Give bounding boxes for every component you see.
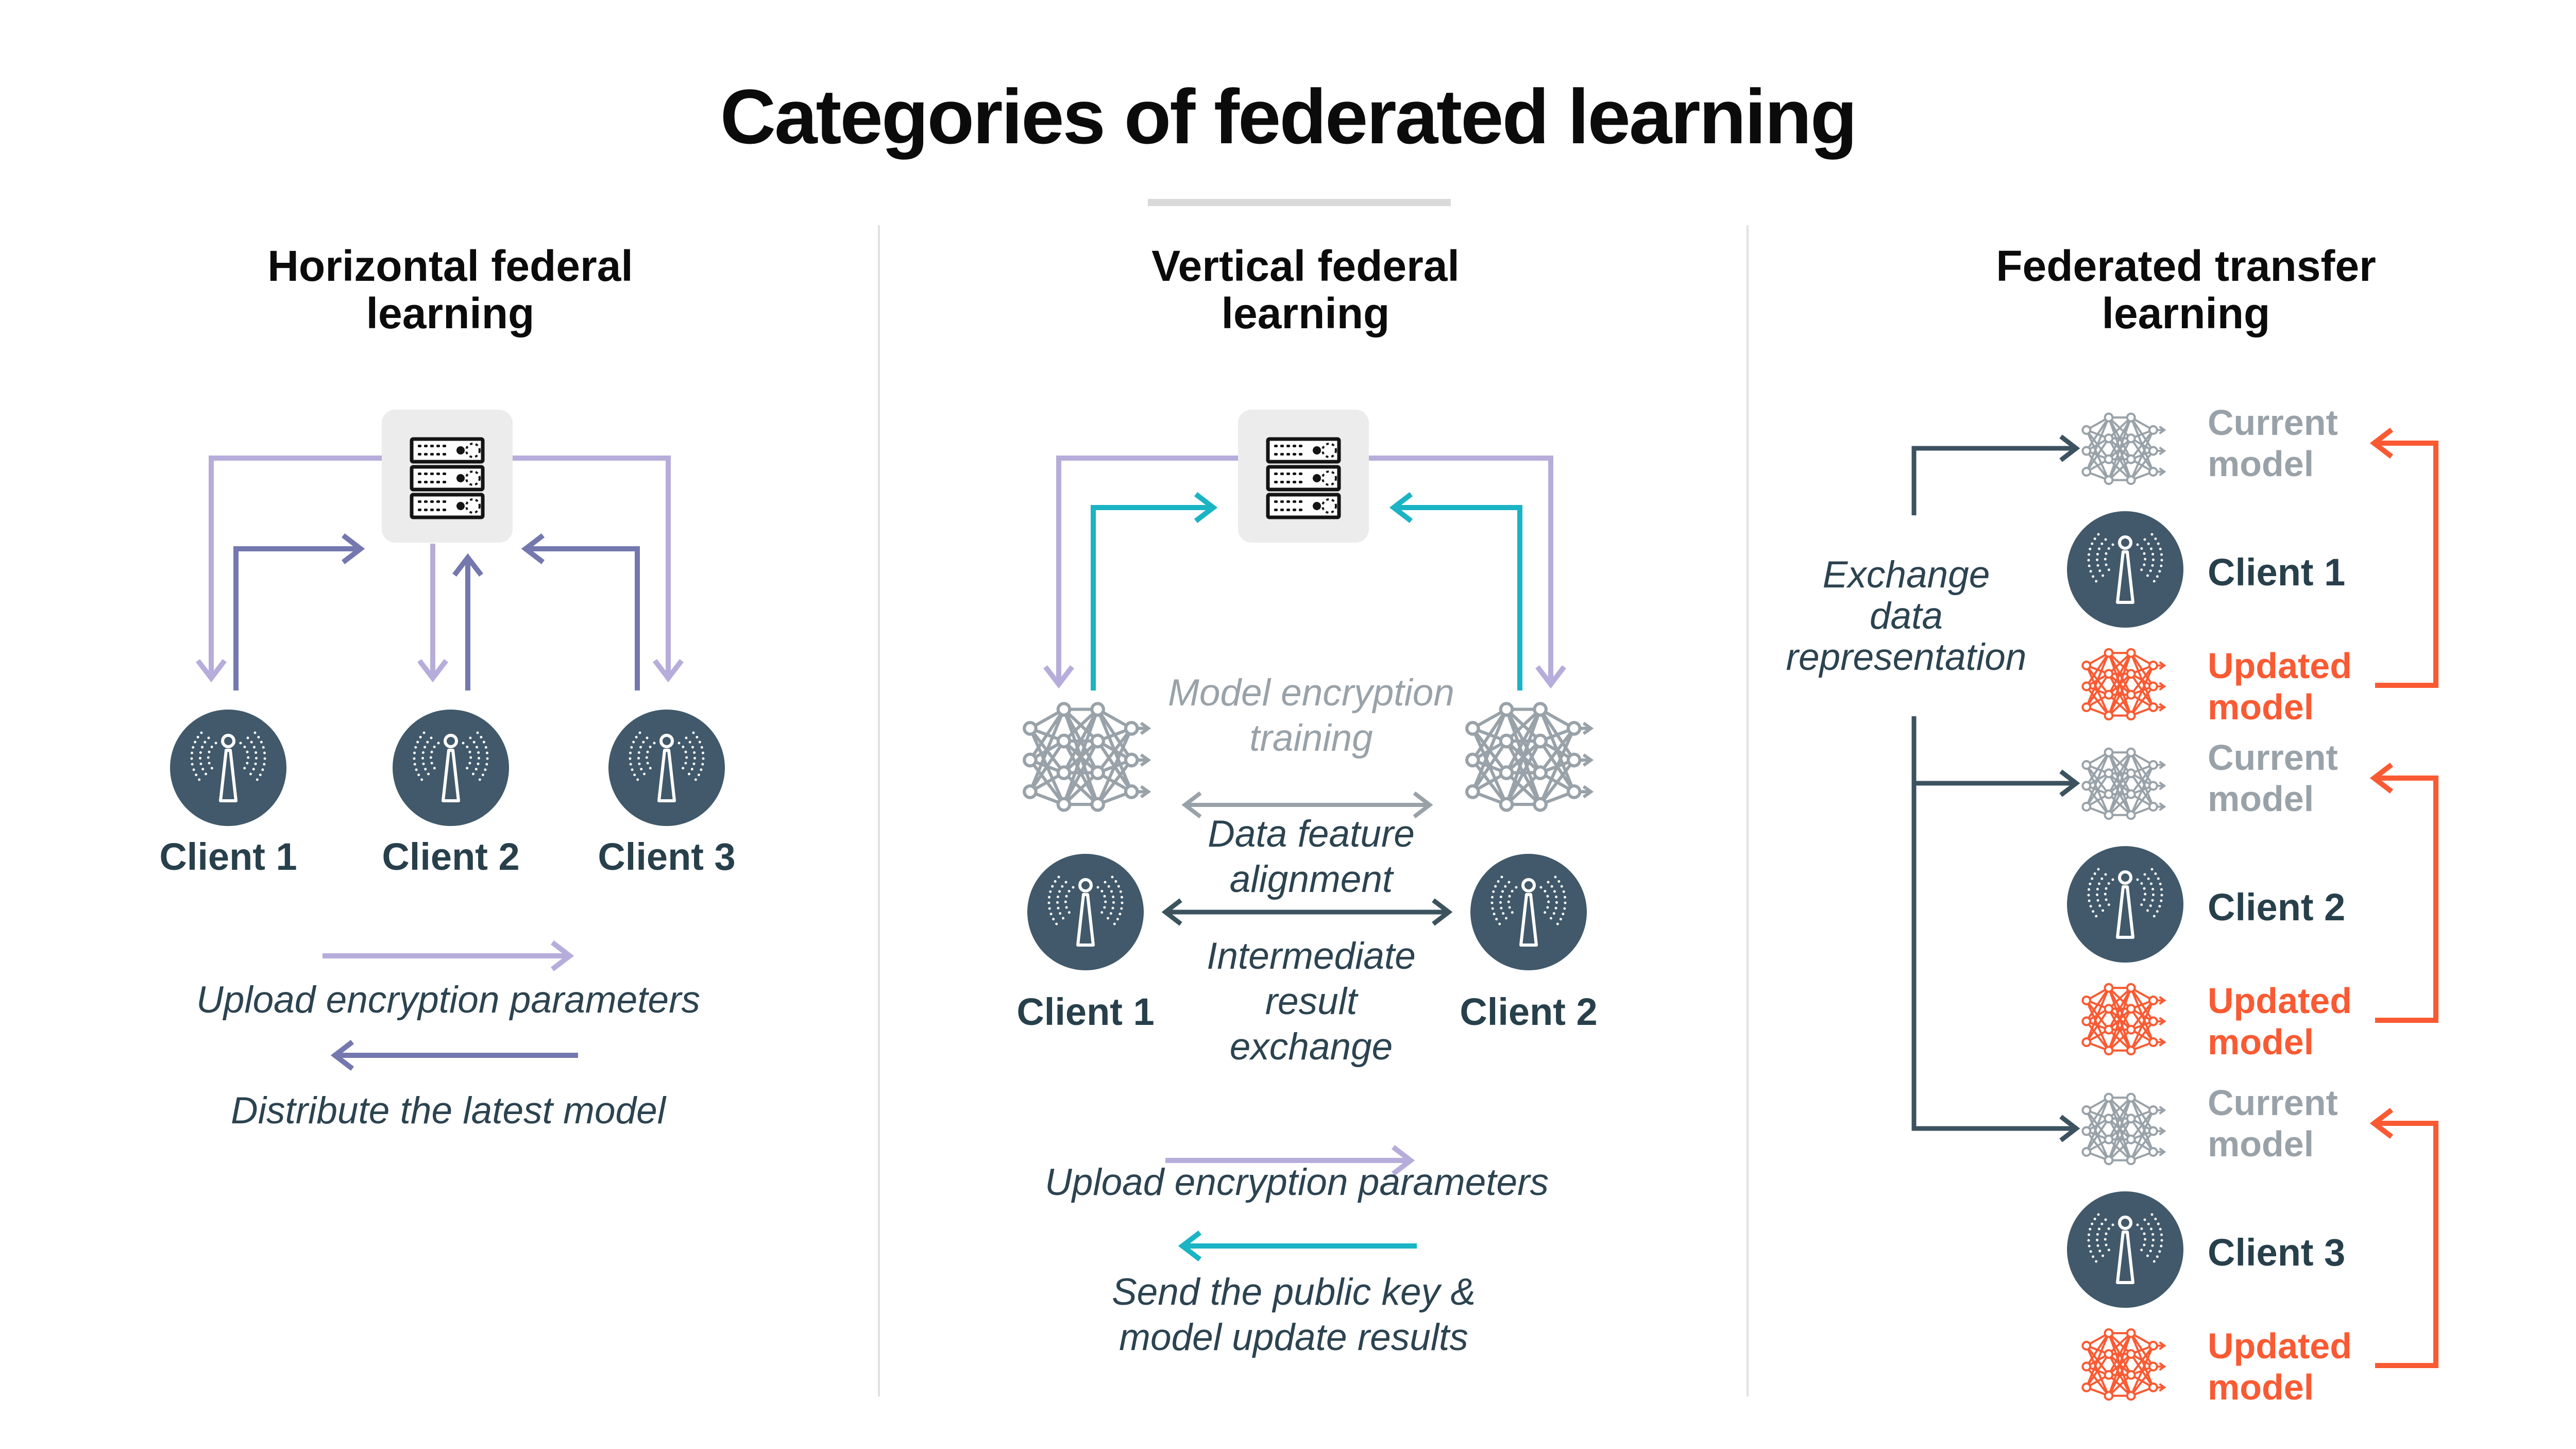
upload-parameters-arrows bbox=[233, 533, 640, 690]
legend-distribute-label: Distribute the latest model bbox=[231, 1090, 666, 1132]
distribute-model-arrows bbox=[1043, 456, 1566, 689]
server-icon bbox=[1238, 410, 1369, 543]
updated-model-label: Updated model bbox=[2208, 981, 2352, 1062]
client-label: Client 1 bbox=[2208, 551, 2346, 594]
intermediate-result-exchange-label: Intermediate result exchange bbox=[1207, 935, 1416, 1068]
distribute-model-arrows bbox=[196, 456, 684, 683]
heading-vertical-federal-learning: Vertical federal learning bbox=[1151, 242, 1460, 338]
current-model-label: Current model bbox=[2208, 402, 2338, 484]
heading-horizontal-federal-learning: Horizontal federal learning bbox=[267, 242, 633, 338]
client-label: Client 1 bbox=[1016, 990, 1155, 1033]
updated-model-label: Updated model bbox=[2208, 1326, 2352, 1407]
current-model-label: Current model bbox=[2208, 737, 2338, 819]
updated-model-label: Updated model bbox=[2208, 646, 2352, 727]
client-label: Client 3 bbox=[2208, 1231, 2346, 1274]
panel-divider bbox=[878, 225, 1749, 1396]
update-feedback-arrows bbox=[2369, 428, 2438, 1368]
client-antenna-icon bbox=[2067, 511, 2183, 1308]
exchange-data-representation-label: Exchange data representation bbox=[1786, 554, 2027, 678]
current-model-label: Current model bbox=[2208, 1083, 2338, 1164]
server-icon bbox=[382, 410, 513, 543]
client-label: Client 3 bbox=[598, 835, 736, 878]
client-label: Client 1 bbox=[159, 835, 297, 878]
model-encryption-training-label: Model encryption training bbox=[1168, 672, 1454, 759]
client-label: Client 2 bbox=[2208, 886, 2346, 929]
legend-upload-label: Upload encryption parameters bbox=[196, 979, 700, 1021]
client-label: Client 2 bbox=[1460, 990, 1598, 1033]
data-feature-alignment-label: Data feature alignment bbox=[1208, 813, 1415, 900]
client-antenna-icon bbox=[170, 710, 725, 826]
legend-send-label: Send the public key & model update resul… bbox=[1111, 1271, 1476, 1358]
client-label: Client 2 bbox=[382, 835, 520, 878]
legend-upload-label: Upload encryption parameters bbox=[1045, 1161, 1549, 1203]
heading-federated-transfer-learning: Federated transfer learning bbox=[1996, 242, 2376, 338]
upload-to-server-arrows bbox=[1091, 492, 1522, 690]
page-title: Categories of federated learning bbox=[720, 73, 1858, 160]
exchange-representation-arrows bbox=[1911, 434, 2080, 1142]
title-underline bbox=[1148, 199, 1451, 206]
